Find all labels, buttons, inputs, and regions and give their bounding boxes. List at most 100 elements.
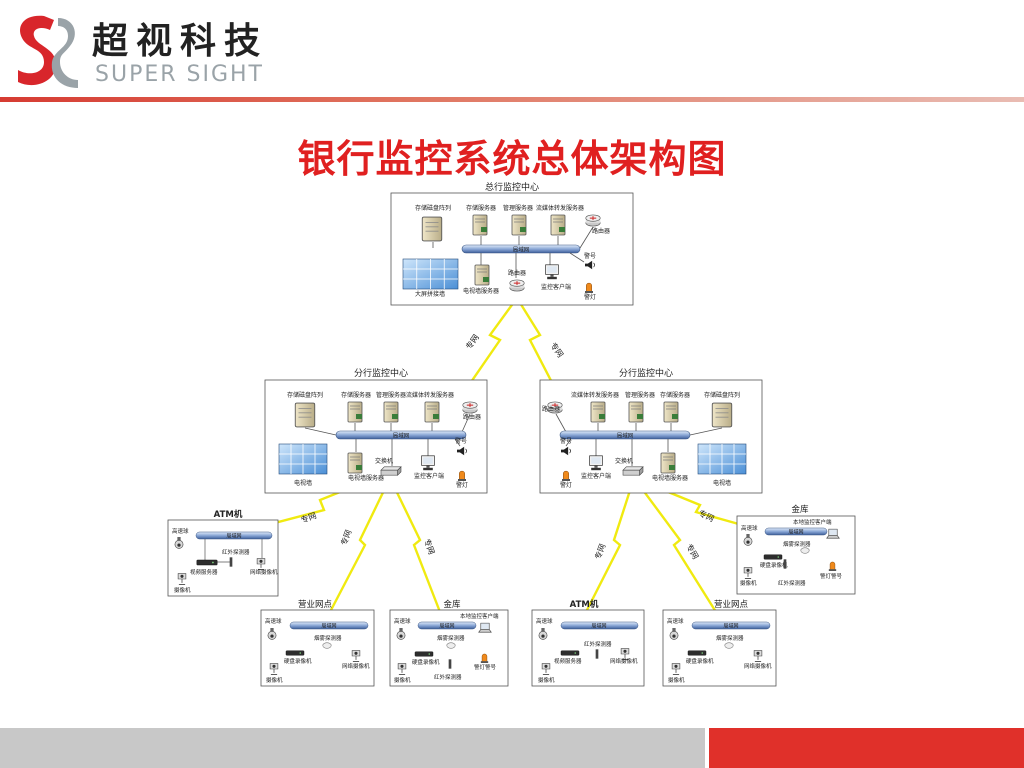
branch-label: 电视墙服务器 bbox=[652, 474, 688, 482]
site-label: 视频服务器 bbox=[554, 657, 582, 665]
disk-array-icon bbox=[711, 402, 733, 428]
dvr-icon bbox=[285, 650, 305, 656]
link-label: 专网 bbox=[592, 542, 607, 560]
site-label: 烟雾探测器 bbox=[716, 634, 744, 642]
vault-right-site: 金库 高速球 本地监控客户端 局域网 烟雾探测器 硬盘录像机 警灯警号 摄像机 … bbox=[736, 504, 856, 595]
branch-left-center: 分行监控中心 存储磁盘阵列 存储服务器 管理服务器 流媒体转发服务器 路由器 局… bbox=[264, 367, 488, 494]
site-label: 警灯警号 bbox=[820, 572, 843, 580]
server-icon bbox=[628, 401, 644, 423]
site-lan-bar bbox=[764, 527, 828, 536]
router-icon bbox=[585, 214, 601, 227]
site-title: ATM机 bbox=[570, 599, 599, 610]
branch-label: 管理服务器 bbox=[625, 391, 655, 399]
branch-lan-label: 局域网 bbox=[393, 432, 410, 440]
server-icon bbox=[474, 264, 490, 286]
site-lan-label: 局域网 bbox=[226, 533, 241, 540]
router-icon bbox=[462, 401, 478, 414]
super-sight-logo bbox=[18, 15, 78, 88]
branch-label: 交换机 bbox=[615, 457, 633, 465]
siren-icon bbox=[480, 653, 489, 663]
site-lan-bar bbox=[289, 621, 369, 630]
link-label: 专网 bbox=[338, 528, 353, 546]
site-label: 红外探测器 bbox=[584, 640, 612, 648]
hq-label: 流媒体转发服务器 bbox=[536, 204, 584, 212]
site-title: 营业网点 bbox=[714, 599, 749, 610]
site-lan-bar bbox=[195, 531, 273, 540]
site-label: 高速球 bbox=[172, 527, 189, 535]
site-label: 网络摄像机 bbox=[744, 662, 772, 670]
server-icon bbox=[663, 401, 679, 423]
site-label: 摄像机 bbox=[266, 676, 283, 684]
branch-label: 警灯 bbox=[560, 481, 572, 489]
ir-detector-icon bbox=[783, 559, 787, 569]
branch-label: 流媒体转发服务器 bbox=[406, 391, 454, 399]
laptop-icon bbox=[826, 528, 840, 539]
branch-label: 路由器 bbox=[463, 413, 481, 421]
branch-lan-label: 局域网 bbox=[617, 432, 634, 440]
hq-to-branch-right-link bbox=[515, 297, 562, 399]
hq-monitoring-center: 总行监控中心 存储磁盘阵列 存储服务器 管理服务器 流媒体转发服务器 路由器 局… bbox=[390, 181, 634, 306]
site-lan-label: 局域网 bbox=[591, 623, 606, 630]
router-icon bbox=[509, 279, 525, 292]
ir-detector-icon bbox=[595, 649, 599, 659]
site-label: 硬盘录像机 bbox=[284, 657, 312, 665]
site-title: 金库 bbox=[443, 599, 461, 610]
site-label: 本地监控客户端 bbox=[460, 612, 499, 620]
branch-label: 流媒体转发服务器 bbox=[571, 391, 619, 399]
site-label: 高速球 bbox=[667, 617, 684, 625]
monitor-icon bbox=[421, 455, 435, 471]
footer-gray-bar bbox=[0, 728, 705, 768]
disk-array-icon bbox=[421, 216, 443, 242]
branch-to-outlet-right-link bbox=[633, 477, 718, 613]
site-label: 硬盘录像机 bbox=[760, 561, 788, 569]
site-title: 金库 bbox=[791, 504, 809, 515]
site-label: 烟雾探测器 bbox=[783, 540, 811, 548]
switch-icon bbox=[380, 466, 402, 476]
smoke-detector-icon bbox=[724, 642, 734, 649]
hq-lan-label: 局域网 bbox=[513, 246, 530, 254]
laptop-icon bbox=[478, 622, 492, 633]
branch-label: 存储服务器 bbox=[660, 391, 690, 399]
site-lan-label: 局域网 bbox=[439, 623, 454, 630]
dvr-icon bbox=[687, 650, 707, 656]
branch-lan-bar bbox=[559, 430, 691, 440]
branch-to-outlet-left-link bbox=[328, 477, 392, 613]
site-lan-label: 局域网 bbox=[723, 623, 738, 630]
branch-title: 分行监控中心 bbox=[354, 367, 408, 379]
branch-label: 存储磁盘阵列 bbox=[704, 391, 740, 399]
branch-label: 电视墙 bbox=[294, 479, 312, 487]
hq-label: 路由器 bbox=[508, 269, 526, 277]
site-label: 摄像机 bbox=[394, 676, 411, 684]
branch-label: 存储磁盘阵列 bbox=[287, 391, 323, 399]
tv-wall-icon bbox=[278, 443, 328, 475]
header-divider bbox=[0, 97, 1024, 102]
branch-label: 路由器 bbox=[542, 405, 560, 413]
site-label: 网络摄像机 bbox=[250, 568, 278, 576]
video-server-icon bbox=[196, 559, 218, 566]
site-lan-label: 局域网 bbox=[788, 529, 803, 536]
hq-label: 警号 bbox=[584, 252, 596, 260]
hq-lan-bar bbox=[461, 244, 581, 254]
site-label: 摄像机 bbox=[668, 676, 685, 684]
link-label: 专网 bbox=[463, 332, 480, 351]
branch-label: 警号 bbox=[560, 437, 572, 445]
hq-label: 存储服务器 bbox=[466, 204, 496, 212]
ir-detector-icon bbox=[448, 659, 452, 669]
site-label: 网络摄像机 bbox=[342, 662, 370, 670]
smoke-detector-icon bbox=[800, 547, 810, 554]
site-label: 红外探测器 bbox=[778, 579, 806, 587]
site-label: 摄像机 bbox=[740, 579, 757, 587]
site-label: 硬盘录像机 bbox=[686, 657, 714, 665]
hq-label: 警灯 bbox=[584, 293, 596, 301]
branch-label: 监控客户端 bbox=[581, 472, 611, 480]
site-label: 高速球 bbox=[394, 617, 411, 625]
site-lan-label: 局域网 bbox=[321, 623, 336, 630]
branch-to-atm-right-link bbox=[584, 477, 636, 613]
smoke-detector-icon bbox=[446, 642, 456, 649]
video-server-icon bbox=[560, 650, 580, 656]
monitor-icon bbox=[589, 455, 603, 471]
smoke-detector-icon bbox=[322, 642, 332, 649]
siren-icon bbox=[457, 470, 467, 481]
link-label: 专网 bbox=[299, 510, 317, 525]
site-label: 本地监控客户端 bbox=[793, 518, 832, 526]
